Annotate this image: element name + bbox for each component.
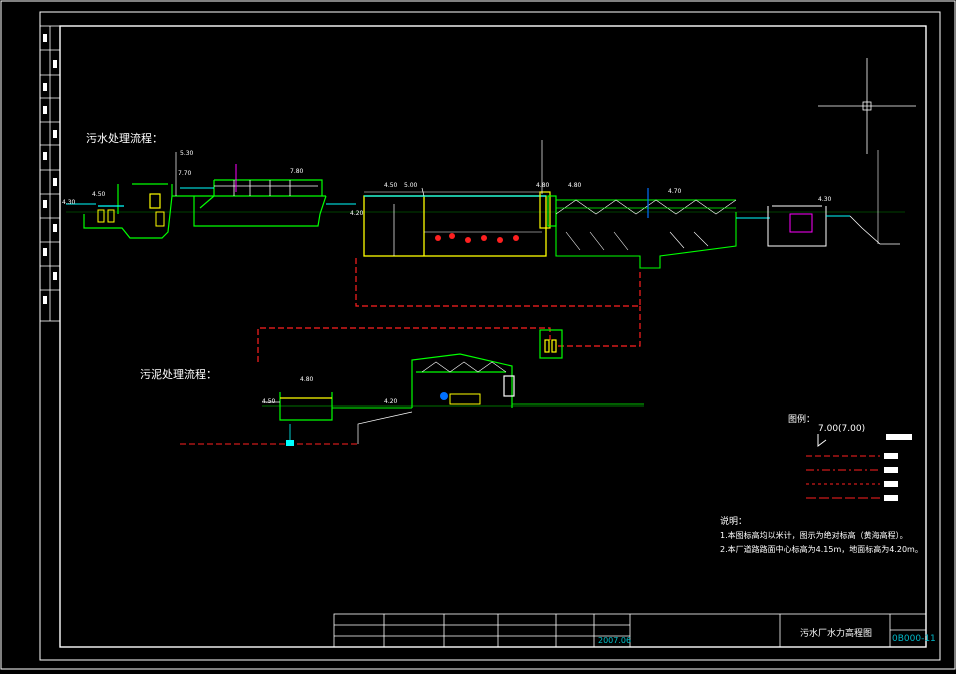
revision-strip bbox=[39, 25, 61, 322]
coordinate-crosshair bbox=[818, 58, 916, 154]
title-block bbox=[333, 613, 927, 648]
sludge-thickener bbox=[279, 392, 333, 421]
elevation-label: 7.80 bbox=[290, 168, 304, 175]
sewage-process-heading: 污水处理流程： bbox=[86, 132, 163, 145]
sludge-pump-well bbox=[539, 329, 563, 359]
sludge-dewatering-building bbox=[411, 353, 515, 408]
uv-disinfection-channel bbox=[767, 205, 827, 247]
note-line-1: 1.本图标高均以米计，图示为绝对标高（黄海高程）。 bbox=[720, 531, 908, 540]
biological-tank bbox=[363, 195, 547, 257]
legend-level-sample: 7.00(7.00) bbox=[818, 424, 866, 434]
notes-title: 说明： bbox=[720, 517, 748, 527]
legend-title: 图例： bbox=[788, 415, 816, 425]
return-sludge-pipe bbox=[355, 258, 641, 307]
drawing-number: 0B000-11 bbox=[892, 634, 936, 644]
distribution-well bbox=[539, 191, 557, 229]
coarse-screen-pump-house bbox=[83, 183, 173, 239]
excess-sludge-pipe bbox=[257, 327, 551, 362]
legend bbox=[806, 434, 880, 499]
elevation-label: 4.20 bbox=[350, 210, 364, 217]
note-line-2: 2.本厂道路路面中心标高为4.15m，地面标高为4.20m。 bbox=[720, 545, 923, 554]
elevation-label: 4.80 bbox=[300, 376, 314, 383]
sludge-process-heading: 污泥处理流程： bbox=[140, 368, 217, 381]
drawing-date: 2007.06 bbox=[598, 636, 632, 645]
elevation-label: 4.70 bbox=[668, 188, 682, 195]
elevation-label: 7.70 bbox=[178, 170, 192, 177]
elevation-label: 4.30 bbox=[818, 196, 832, 203]
elevation-label: 4.80 bbox=[536, 182, 550, 189]
fine-screen-aerated-grit-chamber bbox=[193, 179, 327, 227]
secondary-clarifier bbox=[555, 199, 737, 269]
elevation-label: 4.30 bbox=[62, 199, 76, 206]
elevation-label: 5.30 bbox=[180, 150, 194, 157]
drawing-title: 污水厂水力高程图 bbox=[800, 629, 873, 639]
elevation-label: 4.50 bbox=[262, 398, 276, 405]
elevation-label: 4.50 bbox=[92, 191, 106, 198]
elevation-label: 4.80 bbox=[568, 182, 582, 189]
elevation-label: 5.00 bbox=[404, 182, 418, 189]
elevation-label: 4.20 bbox=[384, 398, 398, 405]
elevation-label: 4.50 bbox=[384, 182, 398, 189]
outer-frame bbox=[39, 11, 941, 661]
